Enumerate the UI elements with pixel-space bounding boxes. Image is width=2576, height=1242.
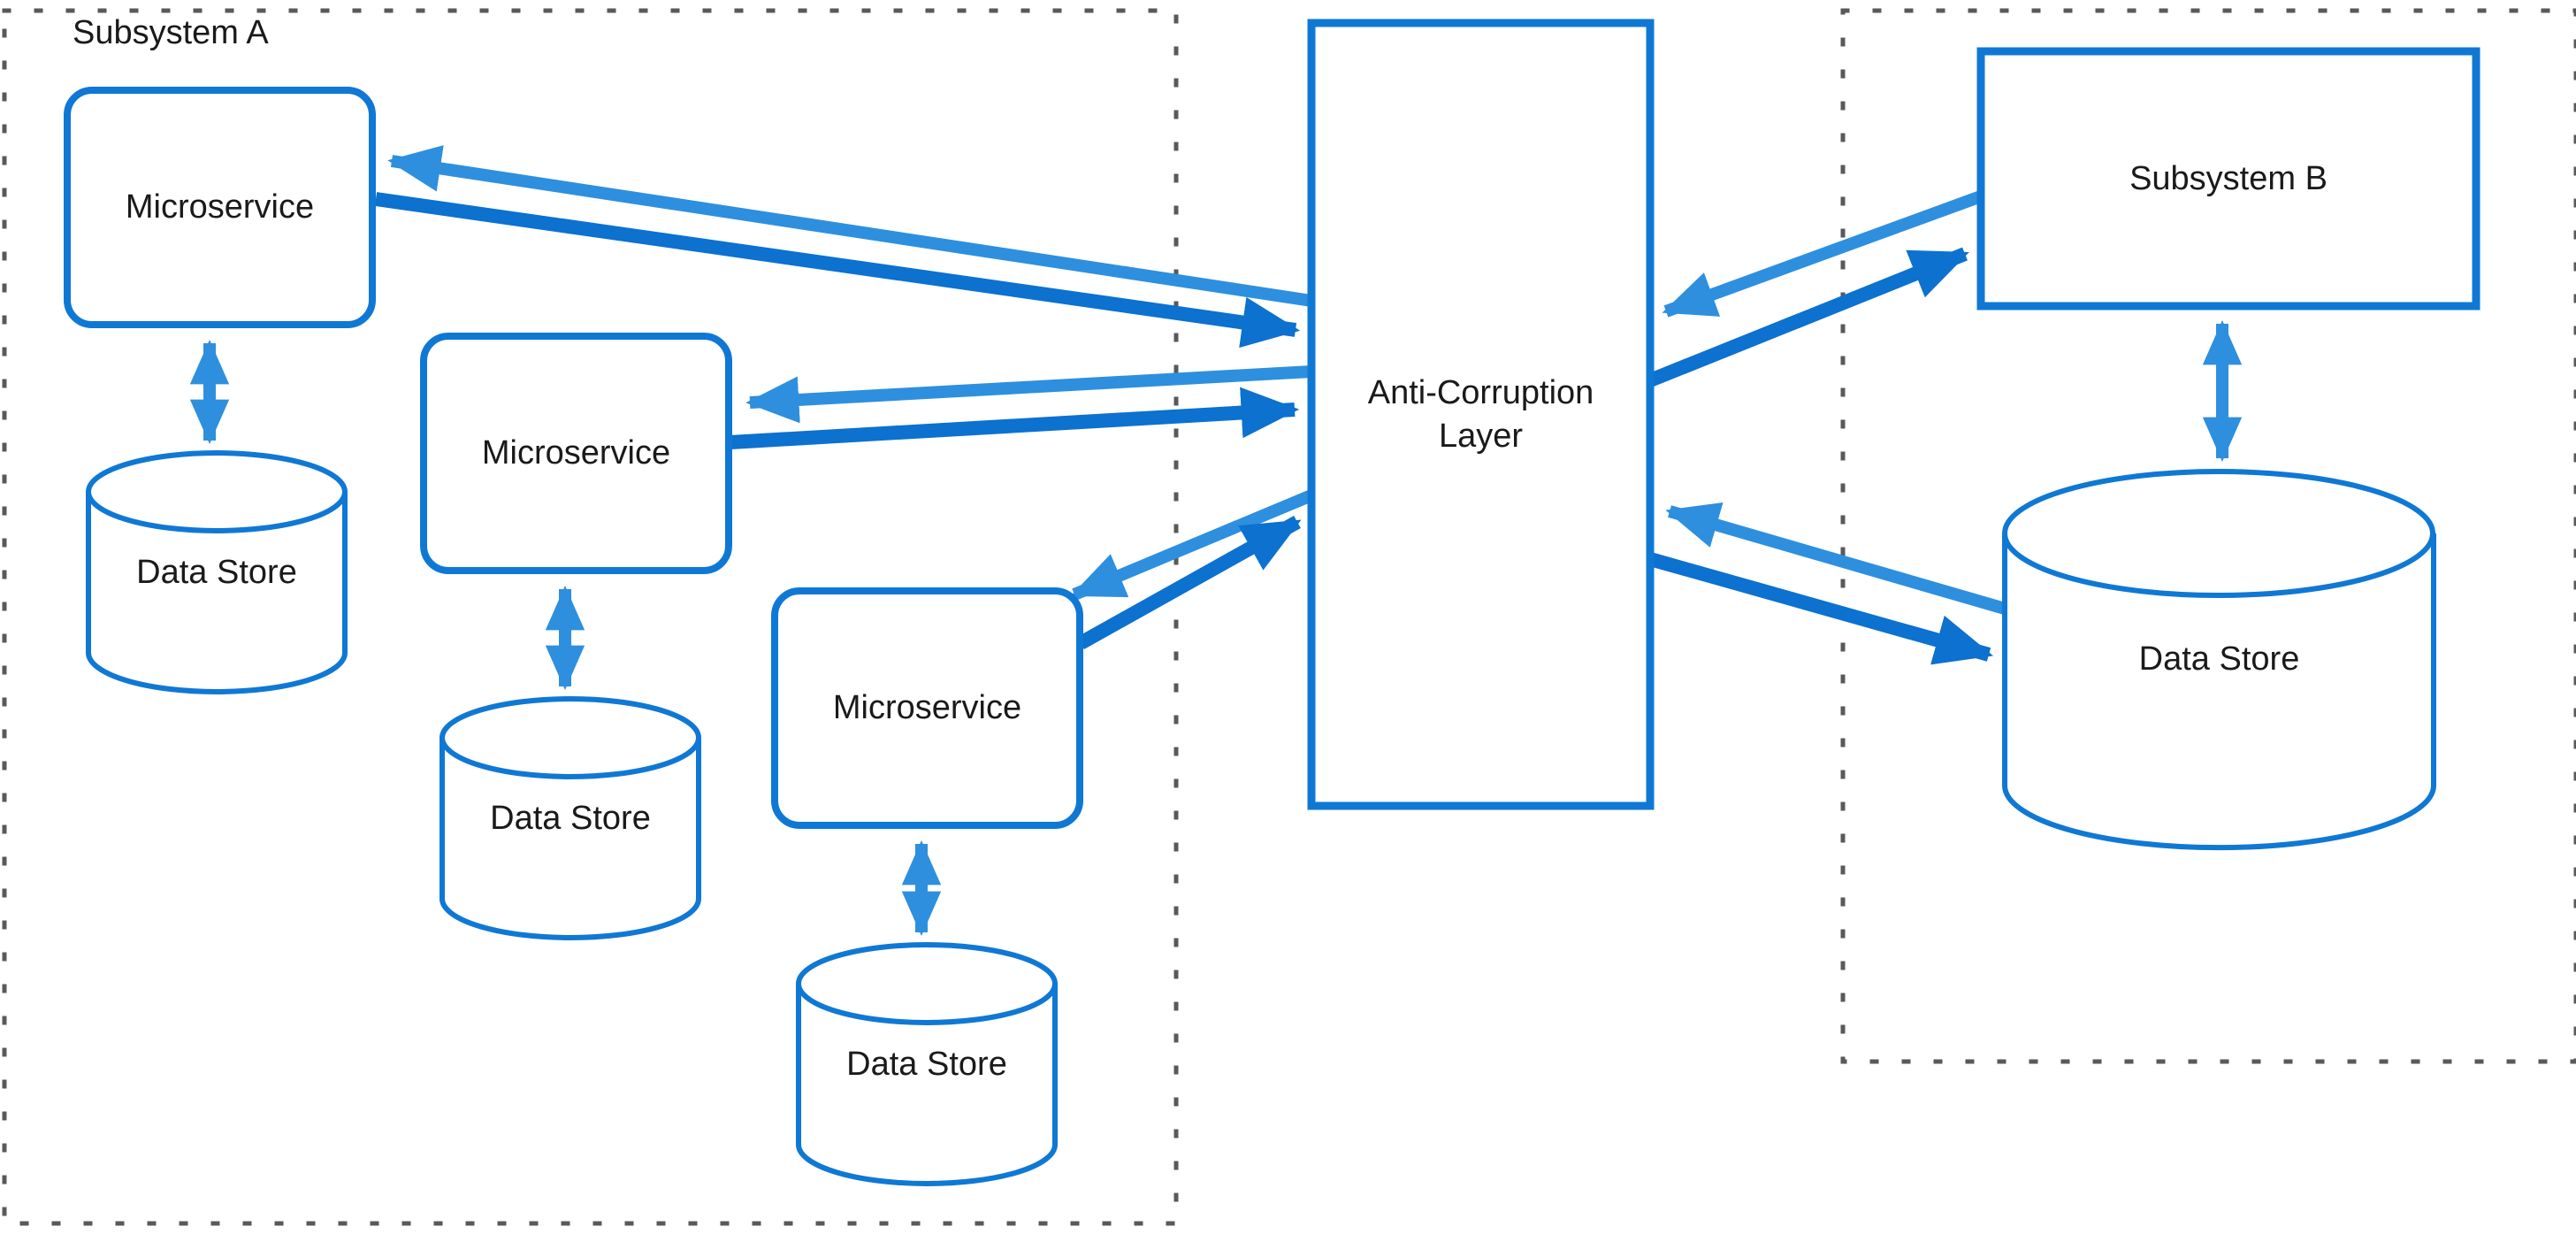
connection-acl-to-microservice-a1 — [387, 145, 1313, 307]
node-microservice-a2[interactable] — [420, 333, 732, 574]
node-data-store-b[interactable] — [2002, 469, 2436, 851]
node-data-store-a3[interactable] — [796, 942, 1058, 1186]
connection-microservice-a2-to-acl — [730, 387, 1300, 449]
connection-microservice-a3-to-acl — [1077, 516, 1302, 649]
connection-microservice-a1-to-acl — [374, 192, 1301, 349]
node-data-store-a1[interactable] — [86, 450, 348, 694]
node-subsystem-b[interactable] — [1976, 47, 2480, 310]
connection-subsystem-b-to-acl — [1662, 190, 1984, 318]
node-microservice-a3[interactable] — [771, 587, 1083, 829]
subsystem-a-boundary-label: Subsystem A — [73, 14, 269, 51]
node-anti-corruption-layer[interactable] — [1307, 19, 1655, 810]
connection-acl-to-microservice-a2 — [745, 365, 1312, 424]
node-microservice-a1[interactable] — [64, 87, 376, 328]
connection-acl-to-data-store-b — [1647, 552, 1994, 665]
connection-data-store-b-to-acl — [1665, 502, 2007, 615]
connection-acl-to-subsystem-b — [1647, 247, 1969, 387]
connection-acl-to-microservice-a3 — [1070, 489, 1314, 601]
node-data-store-a2[interactable] — [440, 696, 701, 940]
